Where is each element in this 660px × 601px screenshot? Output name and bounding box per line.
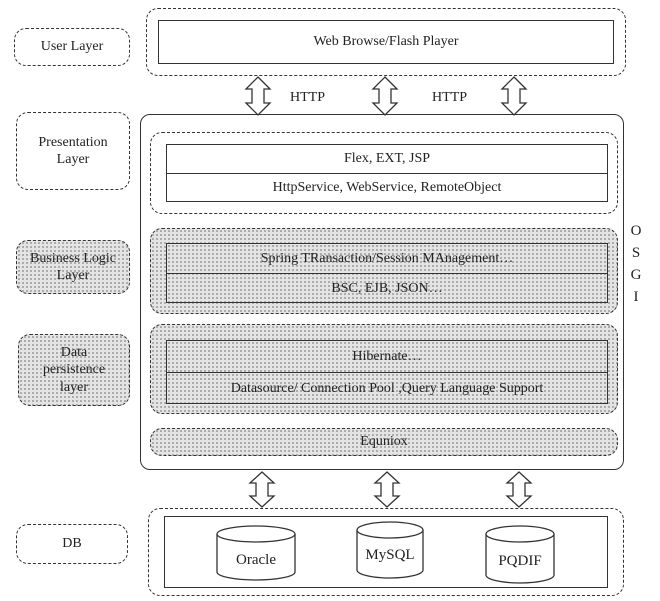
- double-arrow-icon: [248, 471, 276, 508]
- osgi-label: O S G I: [629, 220, 643, 308]
- db-arrows: [248, 471, 533, 508]
- db-layer-box: [148, 508, 624, 596]
- data-row-1-text: Hibernate…: [352, 348, 422, 364]
- data-row-2-text: Datasource/ Connection Pool ,Query Langu…: [230, 380, 544, 396]
- business-stack: Spring TRansaction/Session MAnagement… B…: [166, 243, 608, 303]
- data-persistence-layer-text: Data persistence layer: [42, 344, 106, 395]
- http-arrows: [244, 76, 528, 116]
- presentation-row-2-text: HttpService, WebService, RemoteObject: [272, 180, 502, 195]
- double-arrow-icon: [505, 471, 533, 508]
- web-browser-box: Web Browse/Flash Player: [158, 20, 614, 64]
- presentation-layer-label: Presentation Layer: [16, 112, 130, 190]
- double-arrow-icon: [500, 76, 528, 116]
- double-arrow-icon: [244, 76, 272, 116]
- equinox-text: Equniox: [360, 434, 408, 449]
- equinox-box: Equniox: [150, 428, 618, 456]
- data-row-2: Datasource/ Connection Pool ,Query Langu…: [167, 372, 607, 404]
- presentation-layer-text: Presentation Layer: [38, 134, 108, 168]
- data-persistence-layer-label: Data persistence layer: [18, 334, 130, 406]
- presentation-row-2: HttpService, WebService, RemoteObject: [167, 173, 607, 202]
- osgi-letter-i: I: [633, 289, 639, 305]
- double-arrow-icon: [371, 76, 399, 116]
- db-layer-text: DB: [62, 536, 82, 552]
- double-arrow-icon: [373, 471, 401, 508]
- business-row-1: Spring TRansaction/Session MAnagement…: [167, 244, 607, 273]
- osgi-letter-o: O: [630, 223, 642, 239]
- business-logic-layer-text: Business Logic Layer: [30, 250, 116, 284]
- business-row-2-text: BSC, EJB, JSON…: [331, 280, 443, 296]
- presentation-row-1-text: Flex, EXT, JSP: [343, 151, 431, 166]
- presentation-layer-box: [150, 132, 618, 214]
- osgi-letter-g: G: [630, 267, 642, 283]
- db-layer-label: DB: [16, 524, 128, 564]
- osgi-letter-s: S: [631, 245, 641, 261]
- user-layer-box: [146, 8, 626, 76]
- business-row-1-text: Spring TRansaction/Session MAnagement…: [260, 250, 514, 266]
- mysql-label: MySQL: [365, 547, 415, 563]
- presentation-stack: Flex, EXT, JSP HttpService, WebService, …: [166, 144, 608, 202]
- business-row-2: BSC, EJB, JSON…: [167, 273, 607, 303]
- pqdif-label: PQDIF: [498, 553, 542, 569]
- http-label-1: HTTP: [290, 90, 325, 105]
- web-browser-text: Web Browse/Flash Player: [313, 34, 459, 49]
- data-stack: Hibernate… Datasource/ Connection Pool ,…: [166, 340, 608, 404]
- db-inner-box: [164, 516, 608, 588]
- data-row-1: Hibernate…: [167, 341, 607, 372]
- oracle-label: Oracle: [236, 552, 276, 568]
- user-layer-label: User Layer: [14, 28, 130, 66]
- business-logic-layer-label: Business Logic Layer: [16, 240, 130, 294]
- presentation-row-1: Flex, EXT, JSP: [167, 145, 607, 173]
- user-layer-text: User Layer: [40, 39, 104, 55]
- http-label-2: HTTP: [432, 90, 467, 105]
